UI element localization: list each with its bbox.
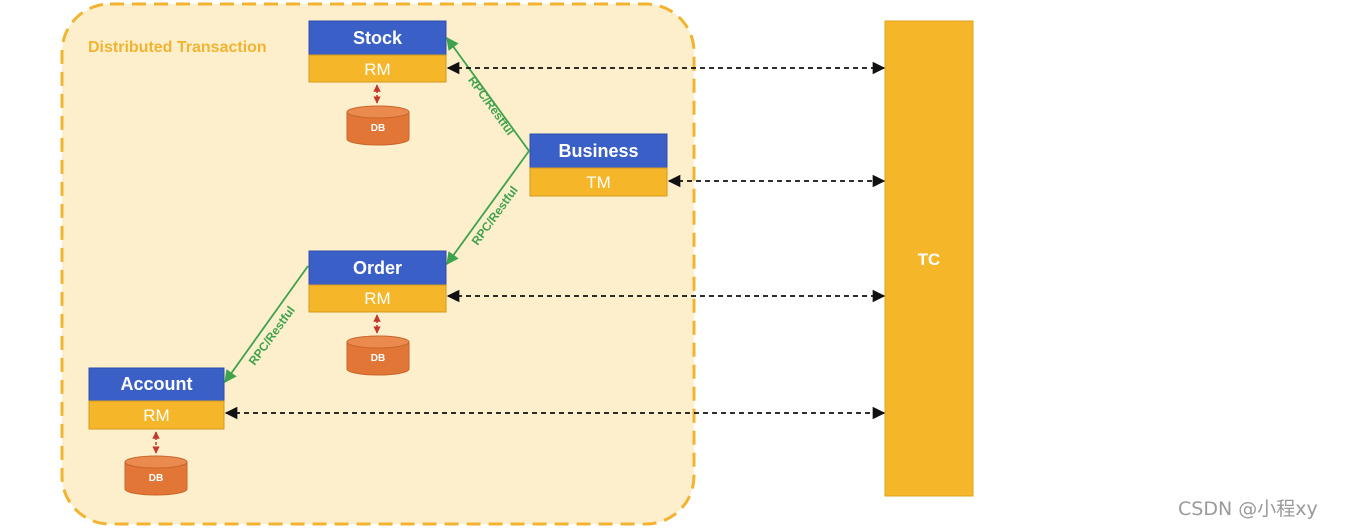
tc-coordinator [884,20,974,497]
db-account-label: DB [149,473,163,484]
db-account: DB [124,455,188,496]
region-label: Distributed Transaction [88,39,267,56]
db-stock-body [346,112,410,146]
csdn-watermark: CSDN @小程xy [1178,498,1318,520]
stock-role-band [308,54,447,83]
rpc-order-to-account [224,265,309,384]
db-stock-top [346,105,410,119]
business-name: Business [558,141,638,161]
business-role: TM [586,173,611,192]
order-header [308,250,447,286]
order-role: RM [364,289,390,308]
order-role-band [308,284,447,313]
db-order-body [346,342,410,376]
account-role: RM [143,406,169,425]
db-order-top [346,335,410,349]
rpc-business-to-order [446,150,530,266]
service-account: Account RM [88,367,225,430]
order-name: Order [353,258,402,278]
account-header [88,367,225,402]
db-stock: DB [346,105,410,146]
stock-header [308,20,447,56]
business-header [529,133,668,169]
db-account-body [124,462,188,496]
account-role-band [88,400,225,430]
tc-label: TC [918,250,941,269]
service-business: Business TM [529,133,668,197]
service-stock: Stock RM [308,20,447,83]
account-name: Account [121,374,193,394]
db-order: DB [346,335,410,376]
stock-name: Stock [353,28,403,48]
db-stock-label: DB [371,123,385,134]
business-role-band [529,167,668,197]
db-account-top [124,455,188,469]
rpc-business-to-stock [446,36,530,152]
db-order-label: DB [371,353,385,364]
service-order: Order RM [308,250,447,313]
stock-role: RM [364,60,390,79]
